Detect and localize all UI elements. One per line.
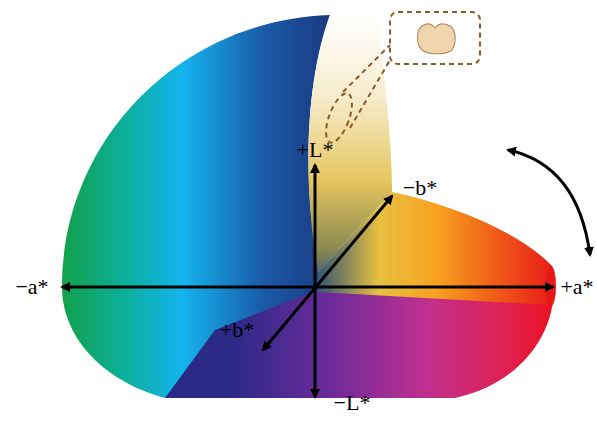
callout-ellipse (321, 90, 358, 146)
axis-label: +b* (220, 319, 254, 341)
axis-label: −a* (15, 276, 48, 298)
b-axis (263, 196, 392, 350)
axis-label: −L* (334, 392, 371, 414)
l-axis (314, 165, 317, 397)
callout-box (390, 12, 480, 64)
rotation-arrow (508, 150, 590, 255)
axis-label: −b* (403, 177, 437, 199)
axis-label: +a* (560, 276, 593, 298)
axis-label: +L* (297, 139, 334, 161)
purple-red-surface (165, 287, 554, 398)
tooth-sample-icon (418, 24, 456, 54)
a-axis (62, 286, 553, 289)
callout-leader (343, 45, 390, 128)
